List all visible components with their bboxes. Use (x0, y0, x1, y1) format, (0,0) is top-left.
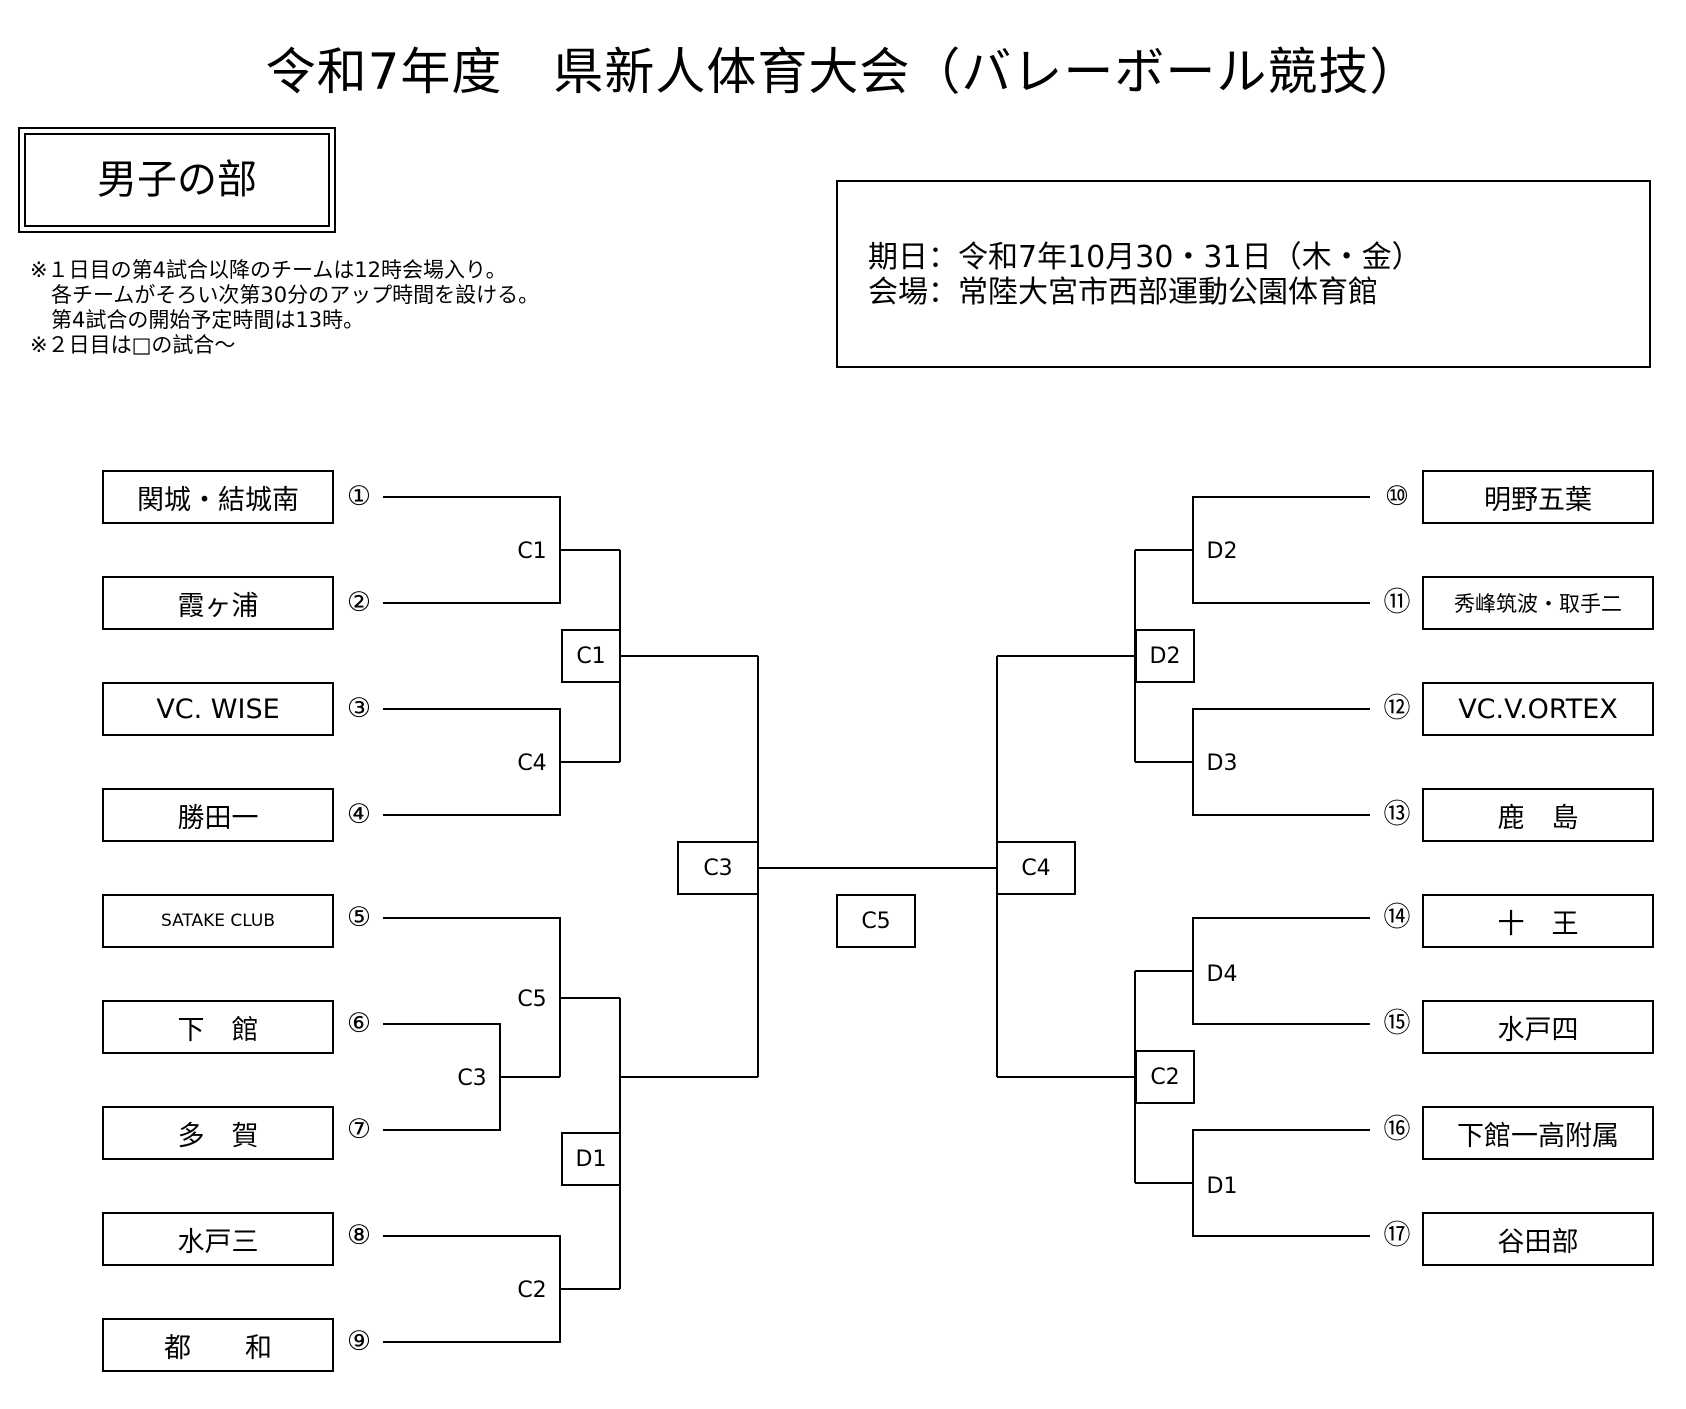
match-box: C1 (561, 629, 621, 683)
event-date: 期日：令和7年10月30・31日（木・金） (868, 240, 1422, 275)
match-label: C1 (517, 539, 547, 564)
match-label: C2 (517, 1278, 547, 1303)
info-box (836, 180, 1651, 368)
event-venue: 会場：常陸大宮市西部運動公園体育館 (868, 275, 1378, 310)
team-box: 都 和 (102, 1318, 334, 1372)
team-box: 秀峰筑波・取手二 (1422, 576, 1654, 630)
match-label: C5 (517, 987, 547, 1012)
team-box: 下 館 (102, 1000, 334, 1054)
seed-number: ⑮ (1383, 1008, 1411, 1039)
seed-number: ① (346, 481, 372, 512)
note-line: 第4試合の開始予定時間は13時。 (30, 308, 365, 332)
seed-number: ⑫ (1383, 693, 1411, 724)
team-box: 多 賀 (102, 1106, 334, 1160)
match-label: C4 (517, 751, 547, 776)
match-box: C2 (1135, 1050, 1195, 1104)
division-title: 男子の部 (97, 157, 257, 203)
team-box: 下館一高附属 (1422, 1106, 1654, 1160)
semifinal-right-box: C4 (996, 841, 1076, 895)
seed-number: ④ (346, 799, 372, 830)
match-box: D1 (561, 1132, 621, 1186)
seed-number: ⑦ (346, 1114, 372, 1145)
match-label: D1 (1206, 1174, 1238, 1199)
seed-number: ⑯ (1383, 1114, 1411, 1145)
seed-number: ⑨ (346, 1326, 372, 1357)
seed-number: ⑩ (1384, 481, 1410, 512)
team-box: 水戸三 (102, 1212, 334, 1266)
team-box: 十 王 (1422, 894, 1654, 948)
seed-number: ⑧ (346, 1220, 372, 1251)
seed-number: ⑥ (346, 1008, 372, 1039)
team-box: 勝田一 (102, 788, 334, 842)
seed-number: ③ (346, 693, 372, 724)
note-line: 各チームがそろい次第30分のアップ時間を設ける。 (30, 283, 540, 307)
match-box: D2 (1135, 629, 1195, 683)
seed-number: ⑪ (1383, 587, 1411, 618)
team-box: 明野五葉 (1422, 470, 1654, 524)
seed-number: ⑭ (1383, 902, 1411, 933)
match-label: C3 (457, 1066, 487, 1091)
match-label: D3 (1206, 751, 1238, 776)
team-box: 谷田部 (1422, 1212, 1654, 1266)
team-box: 水戸四 (1422, 1000, 1654, 1054)
final-box: C5 (836, 894, 916, 948)
team-box: 霞ヶ浦 (102, 576, 334, 630)
note-line: ※１日目の第4試合以降のチームは12時会場入り。 (30, 258, 507, 282)
team-box: 関城・結城南 (102, 470, 334, 524)
match-label: D4 (1206, 962, 1238, 987)
seed-number: ⑰ (1383, 1220, 1411, 1251)
note-line: ※２日目は□の試合～ (30, 333, 236, 357)
division-frame (18, 127, 336, 233)
seed-number: ⑤ (346, 902, 372, 933)
team-box: VC.V.ORTEX (1422, 682, 1654, 736)
team-box: SATAKE CLUB (102, 894, 334, 948)
page-title: 令和7年度 県新人体育大会（バレーボール競技） (265, 43, 1421, 101)
semifinal-left-box: C3 (677, 841, 759, 895)
seed-number: ⑬ (1383, 799, 1411, 830)
team-box: VC. WISE (102, 682, 334, 736)
team-box: 鹿 島 (1422, 788, 1654, 842)
seed-number: ② (346, 587, 372, 618)
match-label: D2 (1206, 539, 1238, 564)
